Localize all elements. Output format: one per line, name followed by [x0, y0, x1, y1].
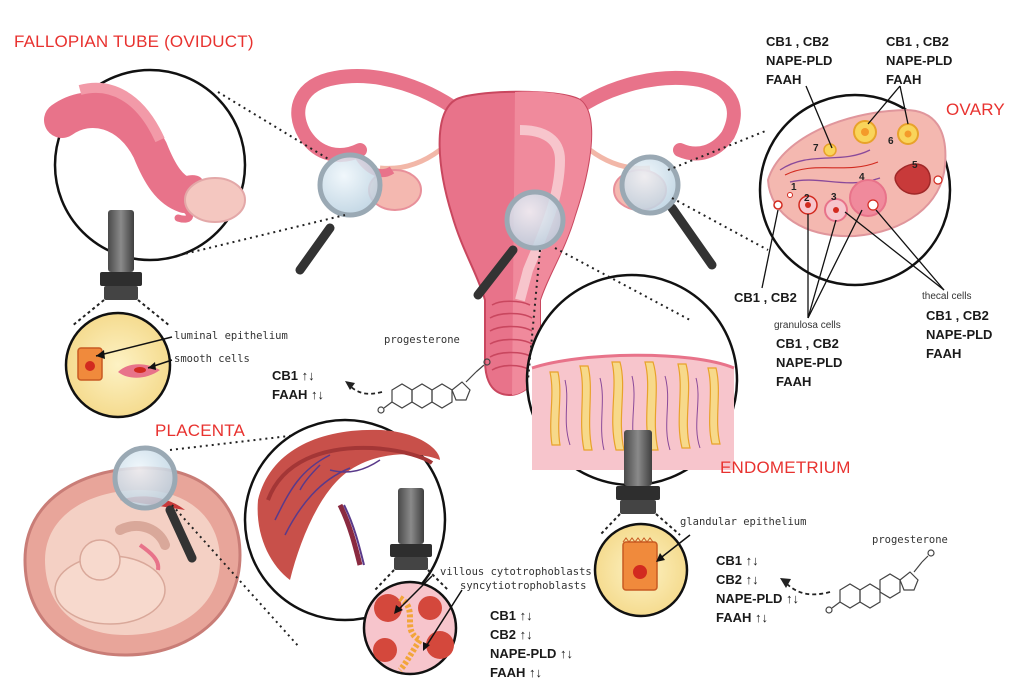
- marker-item: CB1 , CB2: [926, 306, 992, 325]
- syncytiotrophoblasts-label: syncytiotrophoblasts: [460, 580, 586, 592]
- placenta-title: PLACENTA: [155, 421, 245, 441]
- villous-cytotrophoblasts-label: villous cytotrophoblasts: [440, 566, 592, 578]
- fallopian-zoom-circle: [55, 70, 245, 260]
- ovary-title: OVARY: [946, 100, 1005, 120]
- ovary-top-left-markers: CB1 , CB2 NAPE-PLD FAAH: [766, 32, 832, 89]
- marker-item: FAAH: [886, 70, 952, 89]
- endometrium-title: ENDOMETRIUM: [720, 458, 851, 478]
- marker-item: FAAH: [766, 70, 832, 89]
- luminal-epithelium-label: luminal epithelium: [174, 330, 288, 342]
- placenta-effects-list: CB1 ↑↓ CB2 ↑↓ NAPE-PLD ↑↓ FAAH ↑↓: [490, 606, 573, 682]
- follicle-number: 5: [912, 160, 918, 171]
- effect-item: NAPE-PLD ↑↓: [716, 589, 799, 608]
- follicle-number: 3: [831, 192, 837, 203]
- glandular-epithelium-label: glandular epithelium: [680, 516, 806, 528]
- follicle-number: 1: [791, 182, 797, 193]
- granulosa-markers: CB1 , CB2 NAPE-PLD FAAH: [776, 334, 842, 391]
- progesterone-molecule-icon: [378, 359, 490, 413]
- effect-item: FAAH ↑↓: [716, 608, 799, 627]
- marker-item: NAPE-PLD: [776, 353, 842, 372]
- ovary-left-receptors: CB1 , CB2: [734, 288, 797, 307]
- effect-item: CB1 ↑↓: [716, 551, 799, 570]
- effect-item: CB2 ↑↓: [490, 625, 573, 644]
- effect-item: CB1 ↑↓: [490, 606, 573, 625]
- progesterone-molecule-icon: [826, 550, 934, 613]
- effect-item: NAPE-PLD ↑↓: [490, 644, 573, 663]
- effect-item: FAAH ↑↓: [490, 663, 573, 682]
- thecal-markers: CB1 , CB2 NAPE-PLD FAAH: [926, 306, 992, 363]
- marker-item: FAAH: [776, 372, 842, 391]
- connector-line: [350, 386, 382, 394]
- follicle-number: 4: [859, 172, 865, 183]
- magnifier-fallopian: [300, 155, 380, 270]
- smooth-cells-label: smooth cells: [174, 353, 250, 365]
- follicle-number: 2: [804, 193, 810, 204]
- effect-item: CB1 ↑↓: [272, 366, 324, 385]
- progesterone-label: progesterone: [872, 534, 948, 546]
- progesterone-label: progesterone: [384, 334, 460, 346]
- effect-item: CB2 ↑↓: [716, 570, 799, 589]
- marker-item: CB1 , CB2: [886, 32, 952, 51]
- marker-item: CB1 , CB2: [766, 32, 832, 51]
- placenta-cell-circle: [364, 582, 456, 674]
- granulosa-cells-label: granulosa cells: [774, 320, 841, 331]
- ovary-zoom-circle: [760, 95, 950, 285]
- ovary-top-right-markers: CB1 , CB2 NAPE-PLD FAAH: [886, 32, 952, 89]
- endometrium-effects-list: CB1 ↑↓ CB2 ↑↓ NAPE-PLD ↑↓ FAAH ↑↓: [716, 551, 799, 627]
- follicle-number: 6: [888, 136, 894, 147]
- marker-item: NAPE-PLD: [766, 51, 832, 70]
- marker-item: NAPE-PLD: [926, 325, 992, 344]
- fallopian-effects-list: CB1 ↑↓ FAAH ↑↓: [272, 366, 324, 404]
- marker-item: NAPE-PLD: [886, 51, 952, 70]
- magnifier-ovary: [622, 157, 712, 265]
- thecal-cells-label: thecal cells: [922, 291, 971, 302]
- effect-item: FAAH ↑↓: [272, 385, 324, 404]
- marker-item: CB1 , CB2: [776, 334, 842, 353]
- endometrium-cell-circle: [595, 524, 687, 616]
- follicle-number: 7: [813, 143, 819, 154]
- fallopian-tube-title: FALLOPIAN TUBE (OVIDUCT): [14, 32, 254, 52]
- marker-item: FAAH: [926, 344, 992, 363]
